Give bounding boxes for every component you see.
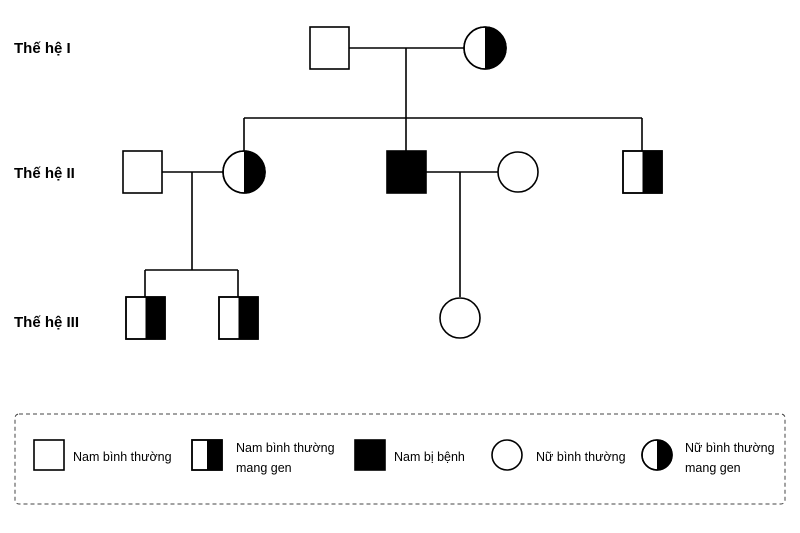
- gen-ii-carrier-male: [622, 150, 663, 194]
- legend-normal-male-symbol: [33, 439, 65, 471]
- gen-ii-carrier-female: [222, 150, 266, 194]
- generation-label-ii: Thế hệ II: [14, 165, 75, 182]
- legend-carrier-male-symbol: [191, 439, 223, 471]
- legend-affected-male-label: Nam bị bệnh: [394, 450, 465, 464]
- gen-ii-normal-female-spouse: [497, 151, 539, 193]
- gen-i-normal-male: [309, 26, 350, 70]
- gen-i-carrier-female: [463, 26, 507, 70]
- legend-carrier-male-label-line1: Nam bình thường: [236, 441, 335, 455]
- gen-ii-normal-male-spouse: [122, 150, 163, 194]
- generation-label-i: Thế hệ I: [14, 40, 71, 57]
- pedigree-lines: [144, 47, 643, 297]
- generation-label-iii: Thế hệ III: [14, 314, 79, 331]
- legend-normal-female-symbol: [491, 439, 523, 471]
- gen-iii-normal-female: [439, 297, 481, 339]
- legend-normal-female-label: Nữ bình thường: [536, 450, 626, 464]
- legend-border: [14, 413, 786, 505]
- gen-ii-affected-male: [386, 150, 427, 194]
- gen-iii-carrier-male-2: [218, 296, 259, 340]
- legend-carrier-female-label-line2: mang gen: [685, 461, 741, 475]
- legend-carrier-female-label-line1: Nữ bình thường: [685, 441, 775, 455]
- legend: Nam bình thường Nam bình thường mang gen…: [14, 413, 786, 505]
- legend-carrier-male-label-line2: mang gen: [236, 461, 292, 475]
- gen-iii-carrier-male-1: [125, 296, 166, 340]
- legend-carrier-female-symbol: [641, 439, 673, 471]
- legend-normal-male-label: Nam bình thường: [73, 450, 172, 464]
- legend-affected-male-symbol: [354, 439, 386, 471]
